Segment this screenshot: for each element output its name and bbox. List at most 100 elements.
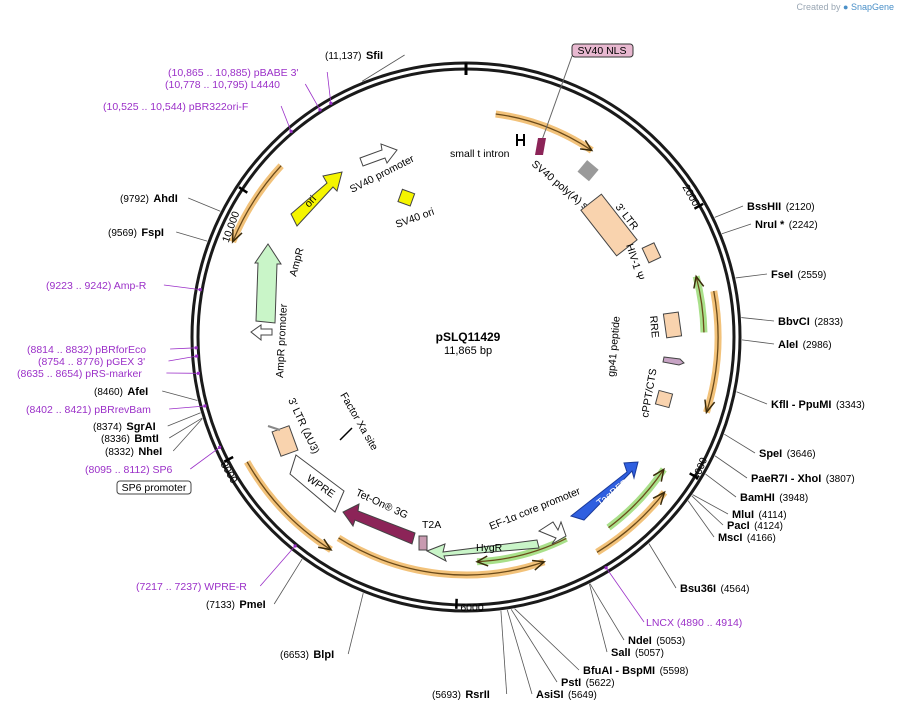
primer-label: (8814 .. 8832) pBRforEco	[27, 344, 146, 356]
ef1a-feature: EF-1α core promoter	[488, 485, 583, 545]
hiv-psi-feature: HIV-1 Ψ	[623, 242, 662, 282]
snapgene-logo: ●	[843, 2, 849, 12]
site-leader	[691, 495, 724, 526]
site-leader	[648, 543, 677, 589]
site-asisi: AsiSI (5649)	[506, 609, 597, 701]
site-position: (11,137)	[325, 51, 362, 62]
site-label: (8332) NheI	[105, 442, 162, 459]
site-leader	[514, 608, 580, 671]
teton-feature: Tet-On® 3G	[342, 487, 416, 545]
site-leader	[724, 433, 756, 454]
primer-pbr322orif: (10,525 .. 10,544) pBR322ori-F	[103, 101, 293, 133]
site-label: (9569) FspI	[108, 223, 164, 240]
site-position: (5053)	[656, 636, 685, 647]
site-label: SpeI (3646)	[759, 444, 816, 461]
primer-wprer: (7217 .. 7237) WPRE-R	[136, 544, 297, 593]
site-label: KflI - PpuMI (3343)	[771, 395, 865, 412]
ampr-promoter-label: AmpR promoter	[274, 303, 290, 378]
site-psti: PstI (5622)	[510, 609, 615, 689]
tick-mark	[689, 472, 699, 480]
site-position: (3646)	[787, 449, 816, 460]
orf-arc-halo	[229, 163, 284, 244]
site-label: NruI * (2242)	[755, 215, 818, 232]
sp6-promoter-text: SP6 promoter	[122, 482, 187, 494]
sp6-promoter-label: SP6 promoter	[116, 480, 192, 495]
orf-arc-line	[495, 113, 593, 151]
primer-leader	[190, 447, 220, 470]
orf-arc-arrowhead	[652, 467, 665, 482]
site-name: BfuAI - BspMI	[583, 665, 655, 677]
cppt-label: cPPT/CTS	[639, 368, 659, 419]
site-leader	[705, 473, 737, 498]
site-position: (2559)	[797, 270, 826, 281]
site-label: (11,137) SfiI	[325, 46, 383, 63]
site-label: (8336) BmtI	[101, 429, 159, 446]
site-mlui: MluI (4114)	[692, 494, 787, 522]
primer-pbrforeco: (8814 .. 8832) pBRforEco	[27, 344, 198, 356]
site-label: PaeR7I - XhoI (3807)	[751, 469, 855, 486]
site-position: (8336)	[101, 434, 130, 445]
site-fsei: FseI (2559)	[735, 269, 826, 281]
site-label: MscI (4166)	[718, 528, 776, 545]
hygr-feature: HygR	[425, 539, 540, 563]
primer-label: (8095 .. 8112) SP6	[85, 464, 173, 476]
site-paci: PacI (4124)	[691, 495, 783, 532]
primer-label: (10,525 .. 10,544) pBR322ori-F	[103, 101, 248, 113]
ampr-promoter-feature: AmpR promoter	[250, 303, 290, 378]
site-name: BamHI	[740, 492, 775, 504]
site-leader	[500, 610, 508, 695]
primer-leader	[259, 545, 296, 587]
site-fspi: (9569) FspI	[108, 223, 208, 242]
factor-xa-feature: Factor Xa site	[337, 391, 380, 453]
site-position: (4564)	[721, 584, 750, 595]
site-name: KflI - PpuMI	[771, 399, 832, 411]
small-t-intron-label: small t intron	[450, 148, 510, 160]
orf-arc-arrowhead	[318, 538, 333, 551]
site-leader	[273, 558, 303, 605]
tick-mark	[223, 455, 234, 463]
t2a-label: T2A	[422, 519, 441, 531]
site-label: (8460) AfeI	[94, 382, 148, 399]
site-label: NdeI (5053)	[628, 631, 685, 648]
orf-arc-arrowhead	[704, 399, 716, 415]
primer-leader	[168, 355, 197, 362]
site-name: AleI	[778, 339, 798, 351]
tick-mark	[693, 202, 704, 210]
ef1a-label: EF-1α core promoter	[488, 485, 583, 533]
site-position: (6653)	[280, 650, 309, 661]
hygr-label: HygR	[476, 542, 503, 554]
site-position: (5057)	[635, 648, 664, 659]
site-name: PaeR7I - XhoI	[751, 473, 821, 485]
site-sfii: (11,137) SfiI	[325, 46, 405, 82]
site-position: (5693)	[432, 690, 461, 701]
t2a-feature: T2A	[418, 519, 441, 551]
site-sgrai: (8374) SgrAI	[93, 412, 201, 433]
ampr-label: AmpR	[287, 246, 306, 278]
site-leader	[188, 197, 221, 212]
site-name: Bsu36I	[680, 583, 716, 595]
primer-ampr: (9223 .. 9242) Amp-R	[46, 280, 202, 292]
orf-arc-arrowhead	[580, 139, 594, 152]
primer-label: (10,778 .. 10,795) L4440	[165, 79, 280, 91]
site-name: NdeI	[628, 635, 652, 647]
sv40-promoter-feature: SV40 promoter	[348, 143, 417, 196]
site-bsshii: BssHII (2120)	[714, 201, 815, 218]
primer-leader	[169, 405, 205, 410]
site-name: AfeI	[127, 386, 148, 398]
site-leader	[162, 390, 198, 401]
site-blpi: (6653) BlpI	[280, 593, 364, 661]
site-position: (3948)	[779, 493, 808, 504]
site-leader	[687, 500, 715, 538]
small-t-intron-feature: small t intron	[450, 134, 546, 160]
primer-leader	[605, 567, 645, 623]
site-bmti: (8336) BmtI	[101, 417, 203, 446]
primer-pgex3: (8754 .. 8776) pGEX 3'	[38, 354, 199, 368]
orf-arcs	[229, 110, 722, 579]
site-label: MluI (4114)	[732, 505, 787, 522]
sv40-nls-label: SV40 NLS	[541, 43, 634, 141]
rre-label: RRE	[647, 315, 661, 338]
orf-arc-line	[246, 461, 332, 551]
sv40-nls-text: SV40 NLS	[577, 45, 626, 57]
restriction-sites: (11,137) SfiI BssHII (2120)NruI * (2242) F…	[93, 46, 865, 701]
site-label: (7133) PmeI	[206, 595, 266, 612]
